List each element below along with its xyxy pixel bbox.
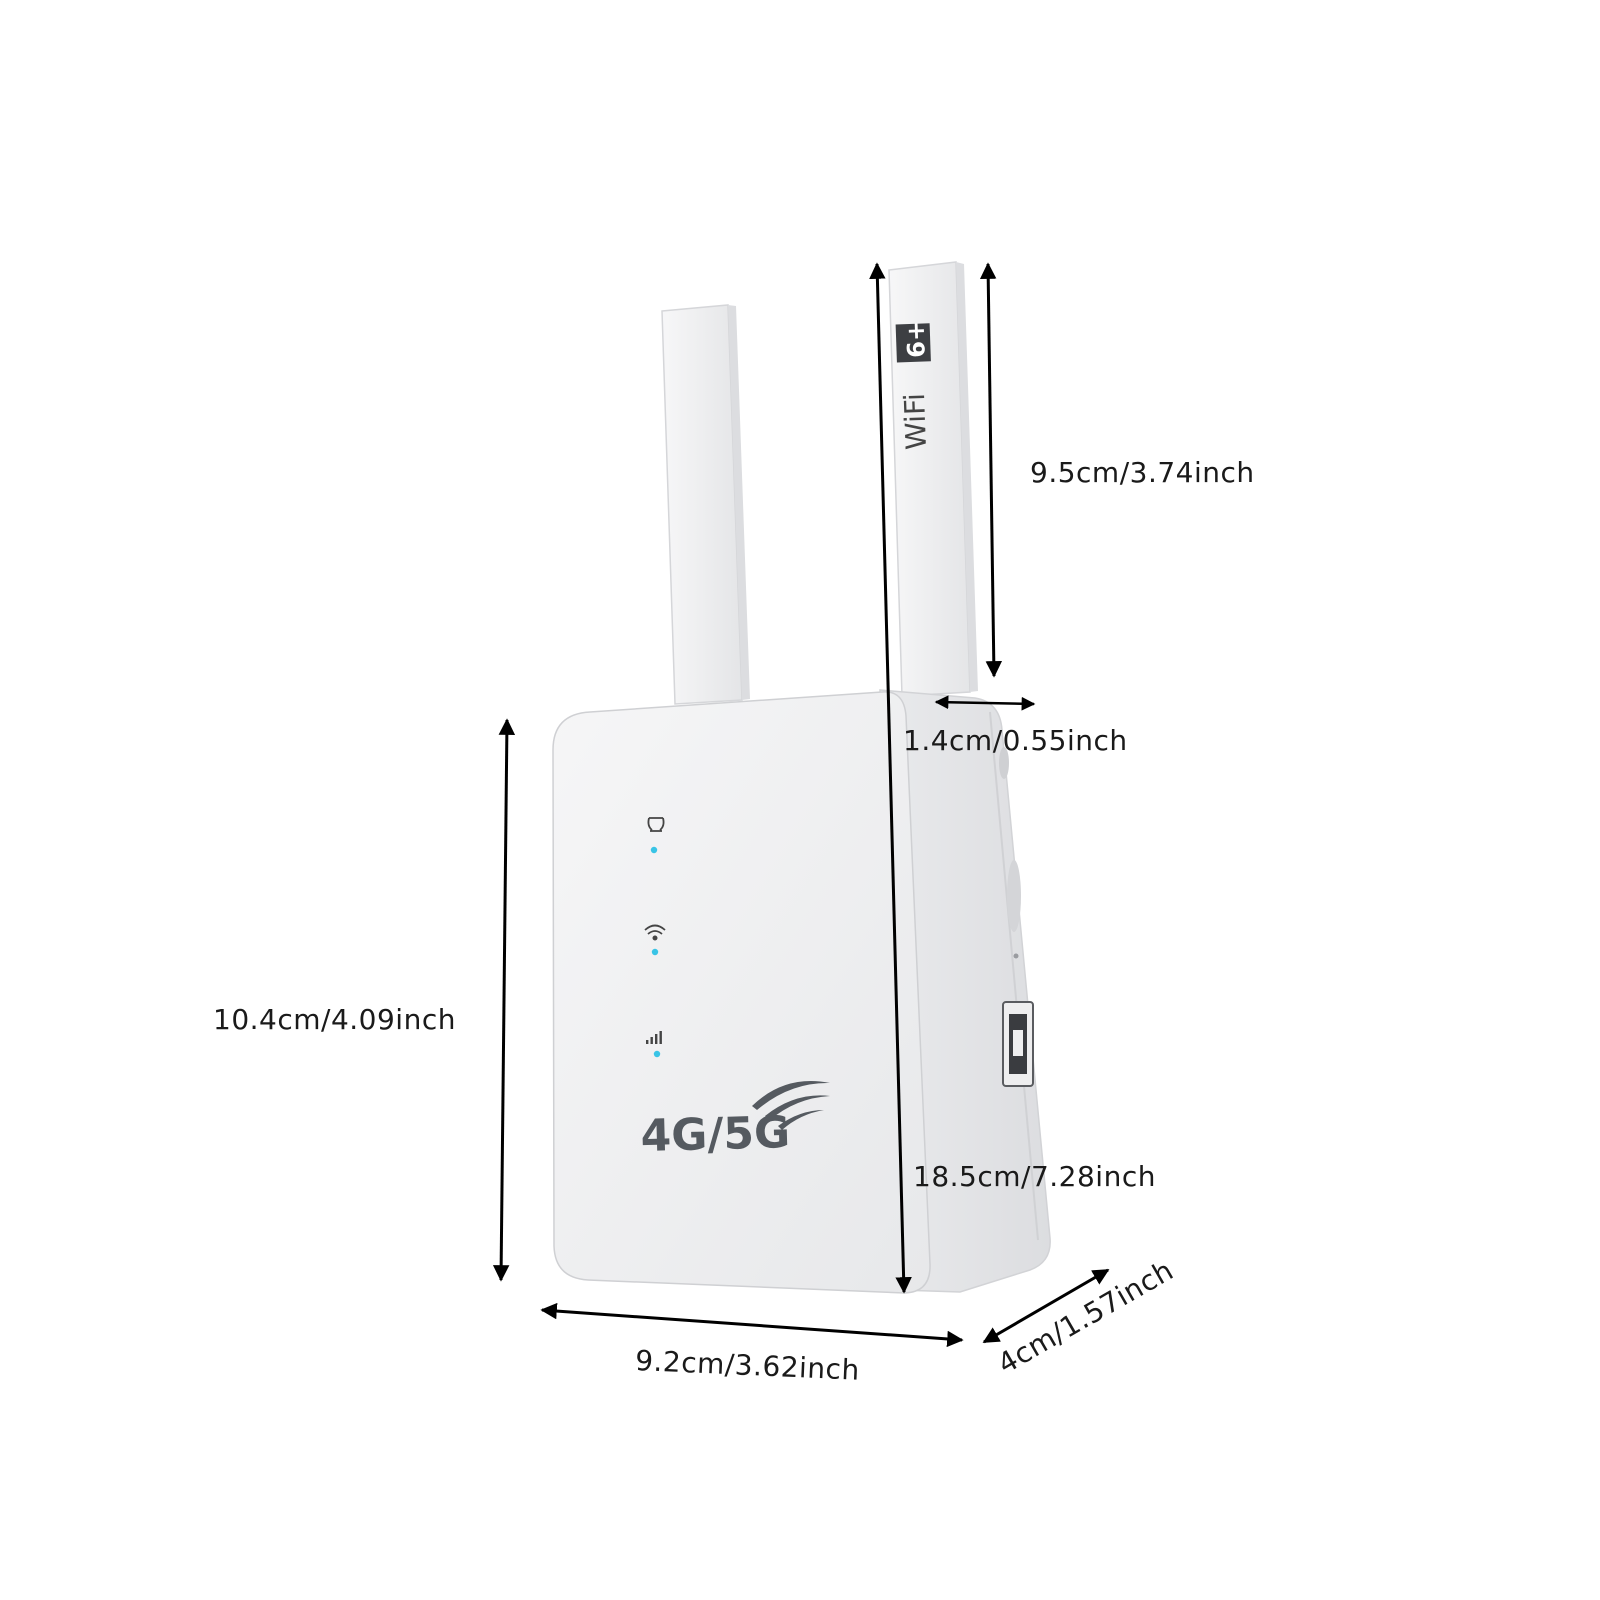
wifi-icon: [644, 924, 666, 941]
label-total-height: 18.5cm/7.28inch: [913, 1160, 1156, 1193]
arrow-total-height: [869, 262, 912, 1294]
brand-wave-logo: [752, 1081, 830, 1130]
label-antenna-thickness: 1.4cm/0.55inch: [903, 724, 1128, 757]
arrow-body-height: [492, 718, 516, 1282]
sim-slot: [1007, 860, 1021, 932]
indicator-led-wifi: [651, 948, 659, 956]
svg-text:6+: 6+: [902, 320, 931, 358]
power-switch: [999, 747, 1009, 779]
indicator-led-signal: [653, 1050, 661, 1058]
signal-icon: [646, 1031, 662, 1044]
reset-hole: [1013, 953, 1019, 959]
arrow-antenna-thickness: [934, 695, 1036, 711]
phone-icon: [647, 817, 665, 832]
arrow-depth: [982, 1268, 1110, 1344]
arrow-antenna-height: [979, 262, 1003, 678]
device-front-panel: [552, 691, 931, 1294]
left-antenna: [661, 304, 750, 705]
svg-text:WiFi: WiFi: [898, 393, 933, 451]
label-antenna-height: 9.5cm/3.74inch: [1030, 456, 1255, 489]
arrow-width: [540, 1302, 964, 1348]
indicator-led-phone: [650, 846, 658, 854]
label-body-height: 10.4cm/4.09inch: [213, 1003, 456, 1036]
